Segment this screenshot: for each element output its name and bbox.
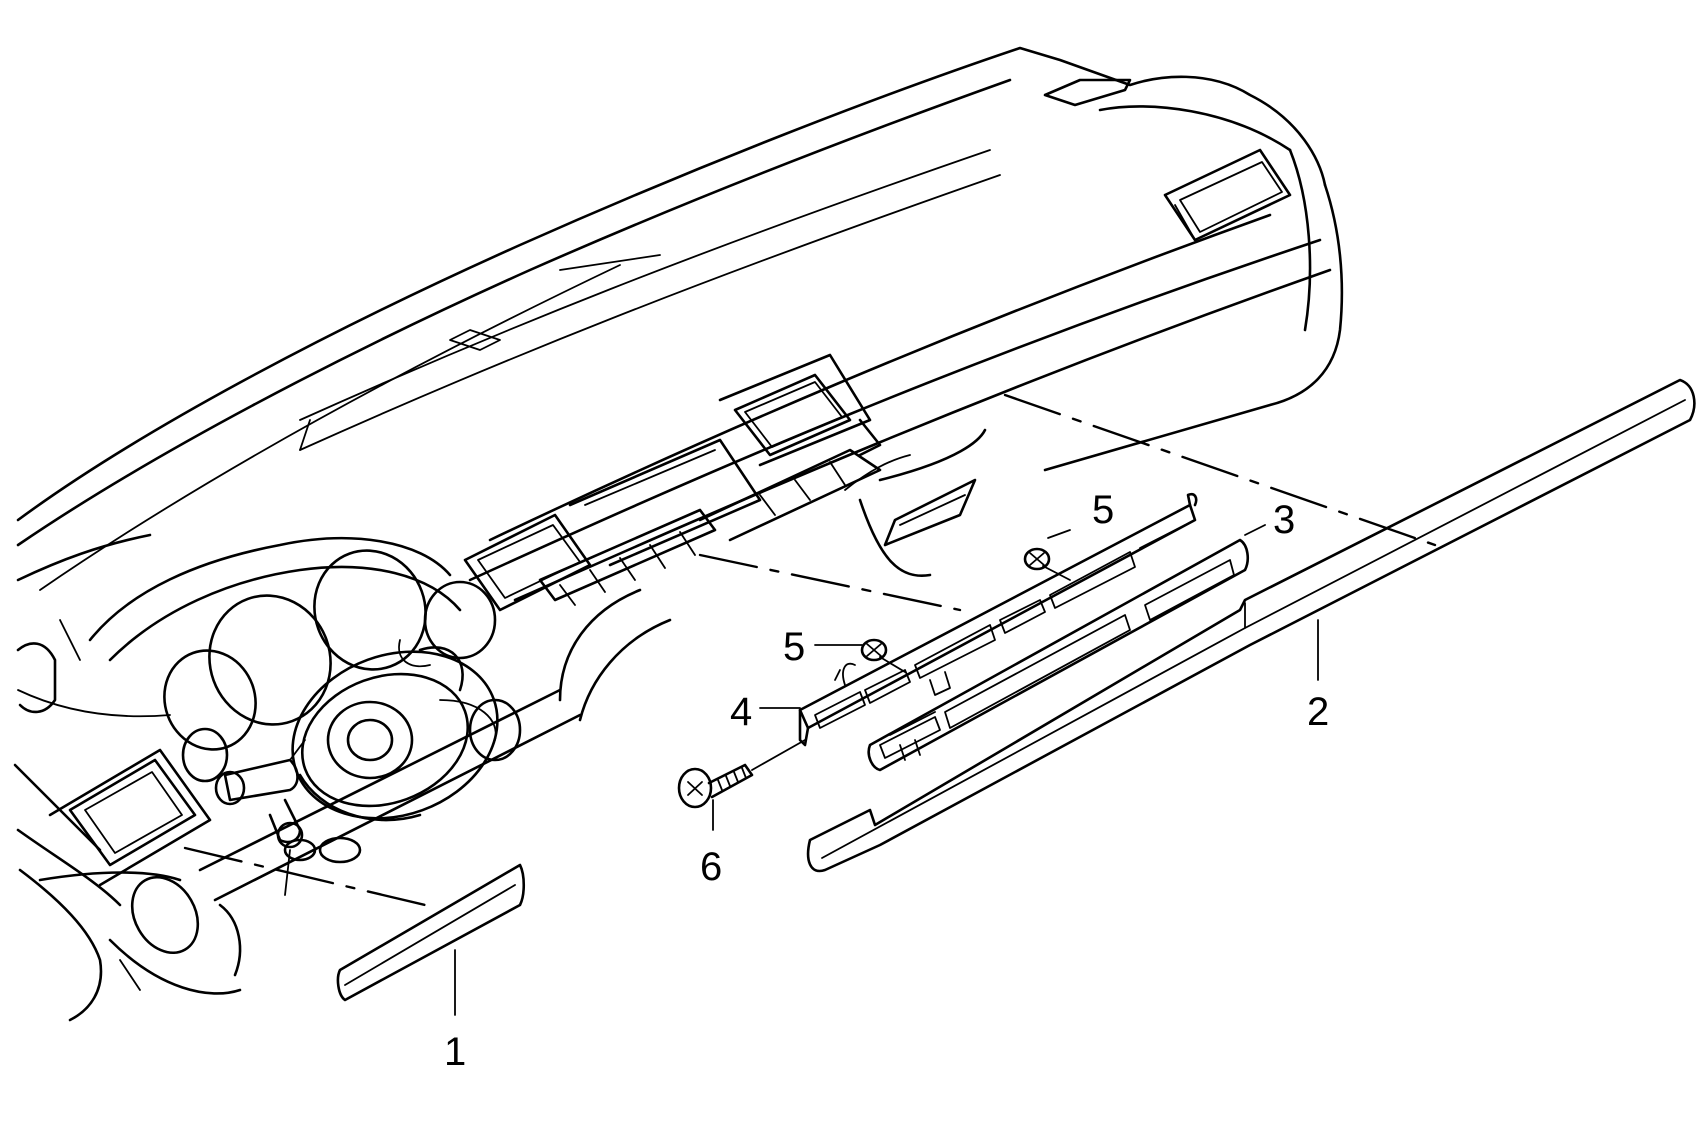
callout-6: 6 xyxy=(700,845,722,889)
callout-5-lower: 5 xyxy=(783,625,805,669)
part-3-trim-panel xyxy=(867,538,1250,772)
assembly-lines xyxy=(183,393,1437,907)
leader-5-upper xyxy=(1047,529,1071,539)
part-5-clip-upper xyxy=(1023,547,1071,581)
callout-5-upper: 5 xyxy=(1092,488,1114,532)
callout-2: 2 xyxy=(1307,690,1329,734)
part-2-trim-strip xyxy=(806,378,1696,873)
callout-labels: 1 2 3 4 5 5 6 xyxy=(444,488,1329,1074)
leader-3 xyxy=(1244,524,1266,536)
callout-3: 3 xyxy=(1273,498,1295,542)
callout-4: 4 xyxy=(730,690,752,734)
leader-lines xyxy=(454,524,1319,1016)
part-4-switch-module xyxy=(798,492,1198,747)
part-1-trim-strip xyxy=(336,863,526,1002)
part-6-screw xyxy=(677,739,806,809)
callout-1: 1 xyxy=(444,1030,466,1074)
dashboard-assembly xyxy=(13,46,1344,1022)
part-5-clip-lower xyxy=(860,638,906,673)
